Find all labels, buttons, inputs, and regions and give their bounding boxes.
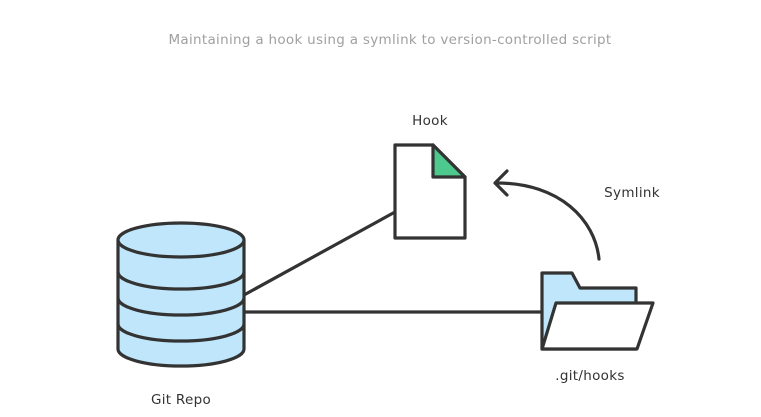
database-ring-3 — [116, 323, 246, 343]
git-hooks-label: .git/hooks — [555, 368, 624, 384]
folder-front — [540, 301, 655, 351]
hook-label: Hook — [412, 113, 448, 129]
diagram-caption: Maintaining a hook using a symlink to ve… — [168, 32, 611, 48]
database-body — [116, 240, 246, 368]
database-top — [116, 221, 246, 259]
git-repo-label: Git Repo — [151, 392, 211, 408]
document-body — [393, 143, 467, 240]
repo-to-hook-connector — [242, 210, 397, 297]
document-folded-corner — [431, 143, 467, 179]
database-ring-1 — [116, 271, 246, 291]
database-ring-2 — [116, 297, 246, 317]
git-repo-database-icon — [116, 221, 246, 368]
hook-document-icon — [393, 143, 467, 240]
symlink-arrow — [493, 169, 601, 261]
symlink-arrowhead-icon — [493, 169, 509, 197]
symlink-label: Symlink — [604, 185, 660, 201]
git-hooks-folder-icon — [540, 271, 655, 351]
symlink-arrow-curve — [495, 181, 601, 261]
connectors — [242, 210, 544, 314]
